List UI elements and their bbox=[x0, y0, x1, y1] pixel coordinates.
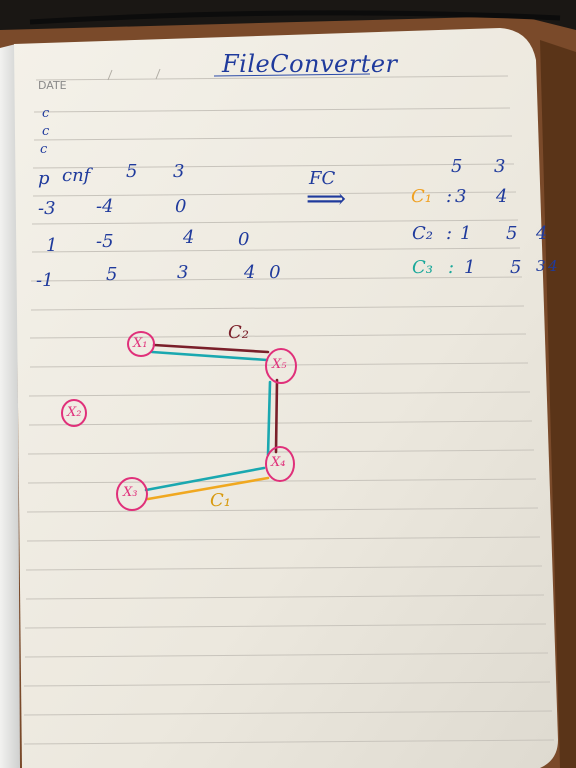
cnf-header-clauses: 3 bbox=[173, 161, 185, 182]
ruled-line bbox=[31, 247, 521, 253]
page-title: FileConverter bbox=[222, 50, 398, 78]
graph-edges bbox=[144, 343, 279, 501]
ruled-line bbox=[24, 652, 549, 658]
cnf-header-cnf: cnf bbox=[62, 165, 91, 186]
cnf-cell: 1 bbox=[46, 235, 58, 256]
cnf-cell: -1 bbox=[36, 270, 54, 291]
ruled-line bbox=[29, 362, 529, 368]
c-mark: c bbox=[42, 124, 50, 139]
ruled-line bbox=[33, 107, 511, 113]
cnf-cell: 5 bbox=[106, 264, 118, 285]
cnf-cell: 0 bbox=[175, 196, 187, 217]
clause-c1-value: 3 bbox=[455, 186, 467, 207]
notebook-page bbox=[14, 28, 558, 768]
converter-label: FC bbox=[309, 168, 336, 189]
cnf-cell: 3 bbox=[177, 262, 189, 283]
ruled-line bbox=[26, 507, 539, 513]
ruled-line bbox=[31, 219, 519, 225]
title-rule bbox=[35, 75, 509, 81]
clause-c3-name: C₃ bbox=[412, 257, 433, 278]
ruled-line bbox=[23, 710, 553, 716]
clause-c3-value: 4 bbox=[548, 257, 558, 275]
edge-label-c1: C₁ bbox=[210, 490, 231, 511]
edge-c3 bbox=[144, 350, 272, 492]
clause-c3-value: 3 bbox=[536, 257, 546, 275]
cover-edge bbox=[540, 40, 576, 768]
ruled-line bbox=[27, 449, 535, 455]
date-slashes bbox=[107, 68, 161, 81]
node-x4 bbox=[265, 446, 295, 482]
clause-c3-value: 5 bbox=[510, 257, 522, 278]
node-x4-label: X₄ bbox=[271, 455, 286, 470]
ruled-line bbox=[26, 536, 541, 542]
ruled-line bbox=[25, 565, 543, 571]
node-x2-label: X₂ bbox=[67, 405, 82, 420]
ruled-line bbox=[30, 305, 525, 311]
node-x5-label: X₅ bbox=[272, 357, 287, 372]
ruled-line bbox=[33, 135, 513, 141]
node-x5 bbox=[265, 348, 297, 384]
cnf-cell: 4 bbox=[183, 227, 195, 248]
left-page bbox=[0, 44, 20, 768]
converter-arrow: ⟹ bbox=[306, 182, 347, 215]
clause-c2-name: C₂ bbox=[412, 223, 433, 244]
node-x3 bbox=[116, 477, 148, 511]
clause-c1-colon: : bbox=[446, 186, 453, 207]
clause-c2-value: 5 bbox=[506, 223, 518, 244]
ruled-line bbox=[28, 391, 531, 397]
clause-c2-value: 1 bbox=[460, 223, 472, 244]
ruled-line bbox=[23, 681, 551, 687]
clause-c1-value: 4 bbox=[496, 186, 508, 207]
clause-c1-name: C₁ bbox=[411, 186, 432, 207]
ruled-line bbox=[25, 594, 545, 600]
ruled-line bbox=[28, 420, 533, 426]
ruled-line bbox=[30, 276, 523, 282]
cnf-header-p: p bbox=[38, 168, 50, 189]
node-x2 bbox=[61, 399, 87, 427]
node-x1-label: X₁ bbox=[133, 336, 148, 351]
elastic-band bbox=[29, 10, 561, 25]
ruled-line bbox=[23, 739, 555, 745]
clause-c2-value: 4 bbox=[536, 223, 548, 244]
ruled-line bbox=[29, 333, 527, 339]
clause-c2-colon: : bbox=[446, 223, 453, 244]
cnf-cell: -3 bbox=[38, 198, 56, 219]
ruled-lines bbox=[23, 75, 555, 745]
node-x1 bbox=[127, 331, 155, 357]
ruled-line bbox=[32, 191, 517, 197]
graph-nodes bbox=[61, 331, 297, 511]
edge-c2 bbox=[152, 343, 279, 454]
cnf-cell: 4 0 bbox=[244, 262, 285, 283]
cnf-cell: 0 bbox=[238, 229, 250, 250]
ruled-line bbox=[24, 623, 547, 629]
cnf-cell: -5 bbox=[96, 231, 114, 252]
title-underline bbox=[213, 73, 371, 77]
edge-label-c2: C₂ bbox=[228, 322, 249, 343]
cnf-cell: -4 bbox=[96, 196, 114, 217]
node-x3-label: X₃ bbox=[123, 485, 138, 500]
date-label: DATE bbox=[38, 79, 67, 92]
clause-c3-value: 1 bbox=[464, 257, 476, 278]
clause-c3-colon: : bbox=[448, 257, 455, 278]
ruled-line bbox=[32, 163, 515, 169]
c-mark: c bbox=[42, 106, 50, 121]
c-mark: c bbox=[40, 142, 48, 157]
edge-c1 bbox=[146, 476, 270, 501]
output-header-vars: 5 bbox=[451, 156, 463, 177]
output-header-clauses: 3 bbox=[494, 156, 506, 177]
cnf-header-vars: 5 bbox=[126, 161, 138, 182]
